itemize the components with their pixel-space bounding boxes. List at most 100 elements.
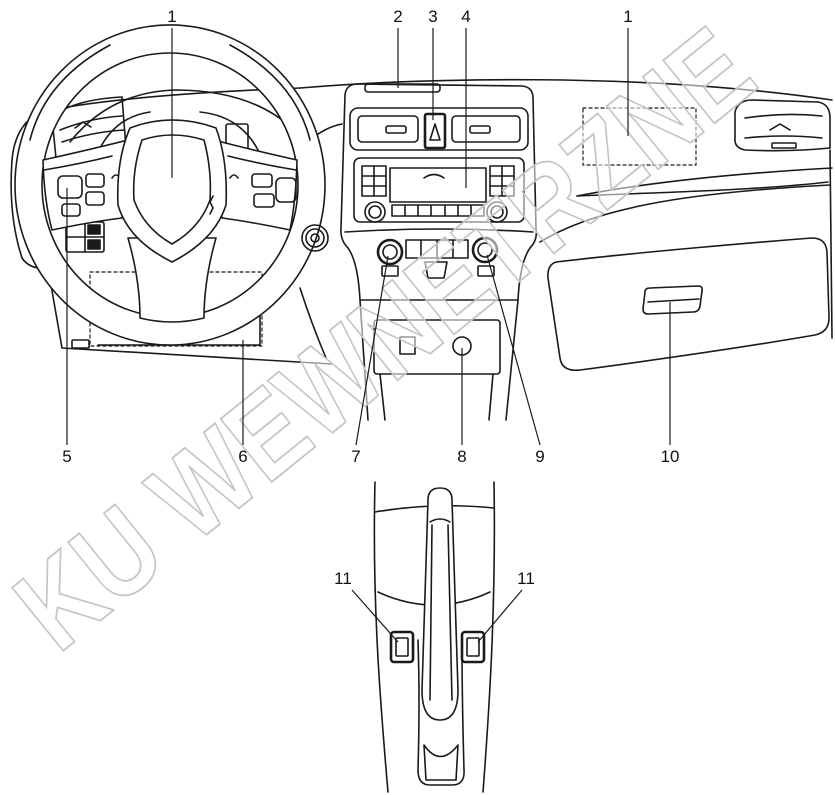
steering-wheel-rim	[14, 24, 326, 346]
airbag-emblem	[209, 195, 214, 215]
glove-box	[547, 237, 830, 372]
audio-unit-frame	[353, 157, 525, 223]
bottom-button-row	[391, 204, 485, 217]
callout-label: 11	[334, 569, 352, 588]
leader-line-7	[355, 255, 389, 446]
right-button-column	[489, 165, 515, 197]
switch-button	[87, 224, 101, 235]
vent-tab	[469, 125, 491, 134]
dash-right-edge	[829, 149, 833, 339]
console-switch-left-inner	[395, 637, 409, 657]
engine-start-button	[301, 224, 329, 252]
steering-wheel	[14, 24, 326, 346]
right-air-vent	[734, 99, 831, 152]
airbag-cover-seam	[132, 134, 212, 245]
leader-line-11b	[477, 589, 523, 643]
steering-switch-left-bottom	[61, 203, 81, 217]
climate-center-button	[424, 261, 448, 279]
lower-dash-edge	[47, 267, 333, 365]
center-vent-panel	[349, 107, 529, 151]
glove-box-handle-slot	[647, 298, 700, 303]
vent-tab	[74, 121, 92, 129]
switch-button	[87, 239, 101, 250]
passenger-dash-trim	[539, 184, 831, 243]
right-climate-knob	[471, 236, 499, 264]
left-switch-panel	[65, 221, 105, 253]
vent-tab	[771, 142, 797, 149]
right-vent-frame	[734, 99, 831, 152]
bottom-spoke	[127, 237, 217, 323]
callout-label: 1	[167, 7, 176, 26]
display-symbol	[423, 173, 445, 179]
center-console	[373, 481, 496, 793]
callout-label: 5	[62, 447, 71, 466]
switch-divider	[65, 221, 105, 253]
callout-label: 6	[238, 447, 247, 466]
volume-knob-inner	[368, 205, 382, 219]
leader-line-9	[486, 254, 541, 446]
climate-small-button	[477, 265, 495, 277]
callout-label: 7	[351, 447, 360, 466]
callout-label: 11	[517, 569, 535, 588]
callout-label: 4	[461, 7, 470, 26]
climate-small-button	[381, 265, 399, 277]
left-spoke-trim	[43, 155, 113, 171]
tune-knob	[486, 201, 508, 223]
top-slot	[364, 83, 441, 93]
start-button-center	[310, 233, 320, 243]
leader-line-11a	[351, 589, 399, 643]
lever-inner-line	[429, 524, 453, 701]
passenger-inlay-lower	[576, 181, 829, 197]
callout-label: 3	[428, 7, 437, 26]
callout-labels: 1 2 3 4 1 5 6 7 8 9 10 11 11	[62, 7, 679, 588]
callout-label: 10	[661, 447, 680, 466]
hazard-button	[423, 112, 447, 150]
right-spoke-trim	[227, 155, 297, 171]
callout-leaders	[66, 28, 671, 643]
steering-switch-left	[57, 175, 83, 199]
callout-label: 8	[457, 447, 466, 466]
rim-grip-line	[229, 44, 311, 141]
vent-tab	[385, 125, 407, 134]
hood-release-lever	[71, 339, 90, 349]
console-right-edge	[482, 481, 496, 793]
center-stack-right-edge	[344, 83, 538, 421]
tune-knob-inner	[490, 205, 504, 219]
left-climate-knob	[376, 238, 404, 266]
steering-switch-right-lower	[253, 193, 275, 208]
lever-base	[423, 744, 459, 781]
display-screen	[389, 167, 487, 203]
vent-slat	[61, 129, 125, 143]
center-vent-left	[357, 115, 419, 143]
callout-label: 2	[393, 7, 402, 26]
lower-stack-box	[373, 319, 501, 375]
climate-button-row	[405, 239, 469, 259]
parking-brake-lever	[421, 487, 459, 721]
vent-slat	[744, 113, 823, 119]
rim-grip-line	[29, 44, 111, 141]
cluster-hood	[69, 89, 293, 143]
console-left-edge	[373, 481, 389, 793]
right-climate-knob-inner	[477, 242, 493, 258]
callout-label: 1	[623, 7, 632, 26]
start-button-outer	[301, 224, 329, 252]
glove-box-handle	[642, 285, 703, 315]
volume-knob	[364, 201, 386, 223]
passenger-dashboard	[539, 107, 833, 372]
console-switch-left	[389, 630, 415, 664]
passenger-airbag-area	[582, 107, 697, 166]
passenger-inlay-upper	[576, 167, 833, 197]
steering-switch-right	[275, 177, 297, 203]
center-vent-right	[451, 115, 521, 143]
callout-label: 9	[535, 447, 544, 466]
steering-airbag-hub	[116, 119, 228, 263]
steering-switch-left-upper	[85, 173, 105, 188]
vent-tab	[769, 123, 791, 131]
left-climate-knob-inner	[382, 244, 398, 260]
console-rail	[379, 373, 494, 421]
steering-switch-left-lower	[85, 191, 105, 206]
left-button-column	[361, 165, 387, 197]
dash-left-edge	[10, 111, 49, 270]
start-button-ring	[305, 228, 325, 248]
